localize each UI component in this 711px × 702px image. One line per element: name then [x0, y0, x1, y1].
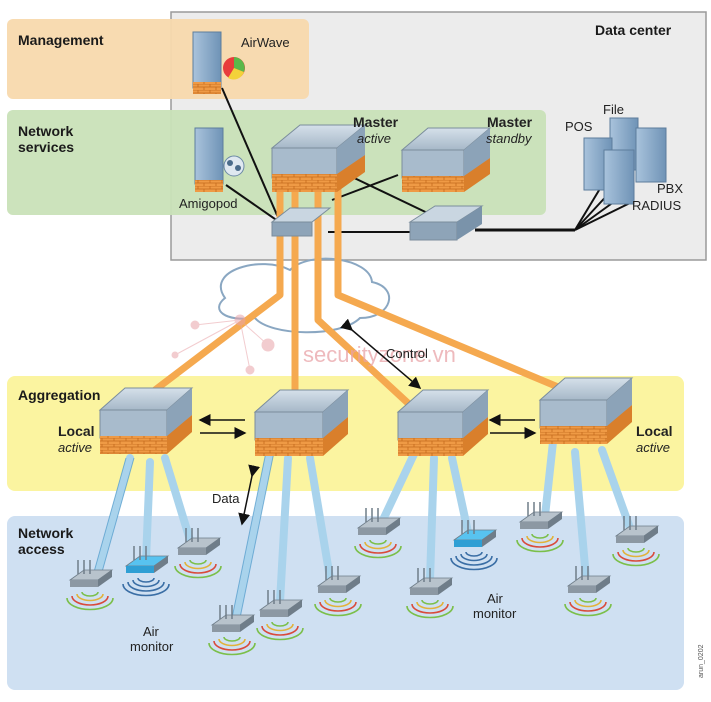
access-point [354, 508, 402, 559]
access-point [208, 605, 256, 656]
airwave-label: AirWave [241, 35, 290, 50]
local-right-title: Local [636, 423, 673, 439]
access-point [406, 568, 454, 619]
dc-distribution-switch [270, 207, 332, 237]
access-point [564, 566, 612, 617]
watermark-text: securityzone.vn [303, 342, 456, 367]
figure-code: arun_0202 [698, 644, 705, 678]
dc-core-switch [408, 205, 484, 241]
server-pbx-label: PBX [657, 181, 683, 196]
data-label: Data [212, 491, 240, 506]
server-radius-label: RADIUS [632, 198, 681, 213]
peer-arrows [198, 414, 537, 439]
master-standby-state: standby [486, 131, 533, 146]
local-left-title: Local [58, 423, 95, 439]
network-access-zone [7, 516, 684, 690]
local-left-state: active [58, 440, 92, 455]
master-active-title: Master [353, 114, 399, 130]
access-points [66, 502, 660, 656]
local-controller-3 [396, 389, 490, 456]
server-pos-label: POS [565, 119, 593, 134]
data-arrow [238, 464, 261, 526]
local-right-state: active [636, 440, 670, 455]
access-point [314, 566, 362, 617]
access-links [94, 438, 634, 622]
master-standby-controller [400, 127, 492, 192]
control-arrow [340, 318, 422, 389]
local-controller-1 [98, 387, 194, 454]
datacenter-label: Data center [595, 22, 672, 38]
air-monitor-ap [122, 546, 170, 597]
master-active-state: active [357, 131, 391, 146]
local-controller-4 [538, 377, 634, 444]
management-label: Management [18, 32, 104, 48]
air-monitor-ap [450, 520, 498, 571]
local-controller-2 [253, 389, 350, 456]
control-label: Control [386, 346, 428, 361]
access-point [516, 502, 564, 553]
access-point [612, 516, 660, 567]
access-point [174, 528, 222, 579]
air-monitor-left-1: Air [143, 624, 160, 639]
air-monitor-left-2: monitor [130, 639, 174, 654]
access-link-outlines [93, 451, 275, 619]
air-monitor-right-1: Air [487, 591, 504, 606]
air-monitor-right-2: monitor [473, 606, 517, 621]
airwave-server [192, 31, 245, 94]
network-access-label-2: access [18, 541, 65, 557]
amigopod-label: Amigopod [179, 196, 238, 211]
access-point [66, 560, 114, 611]
network-access-label-1: Network [18, 525, 73, 541]
amigopod-server [194, 127, 245, 192]
server-cluster [583, 117, 667, 205]
aggregation-label: Aggregation [18, 387, 100, 403]
master-standby-title: Master [487, 114, 533, 130]
network-services-label-2: services [18, 139, 74, 155]
master-active-controller [270, 124, 367, 192]
users-icon [223, 155, 245, 177]
watermark-logo [171, 314, 275, 375]
management-zone [7, 19, 309, 99]
server-file-label: File [603, 102, 624, 117]
access-point [256, 590, 304, 641]
network-services-label-1: Network [18, 123, 73, 139]
